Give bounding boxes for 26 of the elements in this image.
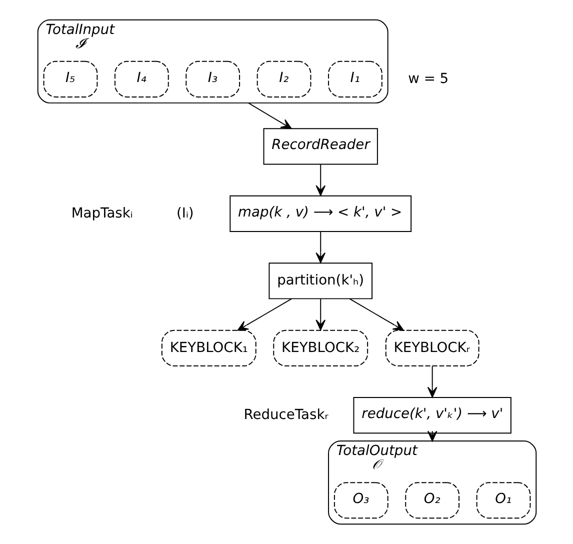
node-box: KEYBLOCKᵣ [384, 330, 479, 366]
node-box: O₂ [404, 482, 460, 519]
node-box: partition(k'ₕ) [268, 262, 372, 300]
node-box: O₃ [333, 482, 388, 519]
node-label: (Iᵢ) [176, 205, 194, 222]
node-box: I₃ [185, 60, 240, 98]
arrow [315, 298, 326, 330]
node-box: I₄ [114, 60, 168, 98]
node-box: I₂ [256, 60, 311, 98]
arrow [348, 298, 404, 331]
node-box: map(k , v) ⟶ < k', v' > [229, 195, 412, 232]
node-label: MapTaskᵢ [70, 205, 132, 222]
node-box: KEYBLOCK₂ [272, 330, 368, 366]
node-label: ReduceTaskᵣ [243, 407, 328, 424]
node-box: RecordReader [262, 128, 378, 165]
node-label: w = 5 [408, 70, 448, 87]
node-box: KEYBLOCK₁ [160, 330, 256, 366]
arrow [426, 430, 437, 442]
arrow [315, 231, 326, 264]
arrow [315, 164, 326, 196]
node-box: I₁ [328, 60, 382, 98]
arrow [236, 298, 292, 331]
arrow [247, 102, 292, 130]
node-box: I₅ [42, 60, 98, 98]
node-box: O₁ [476, 482, 530, 519]
arrow [426, 366, 437, 398]
